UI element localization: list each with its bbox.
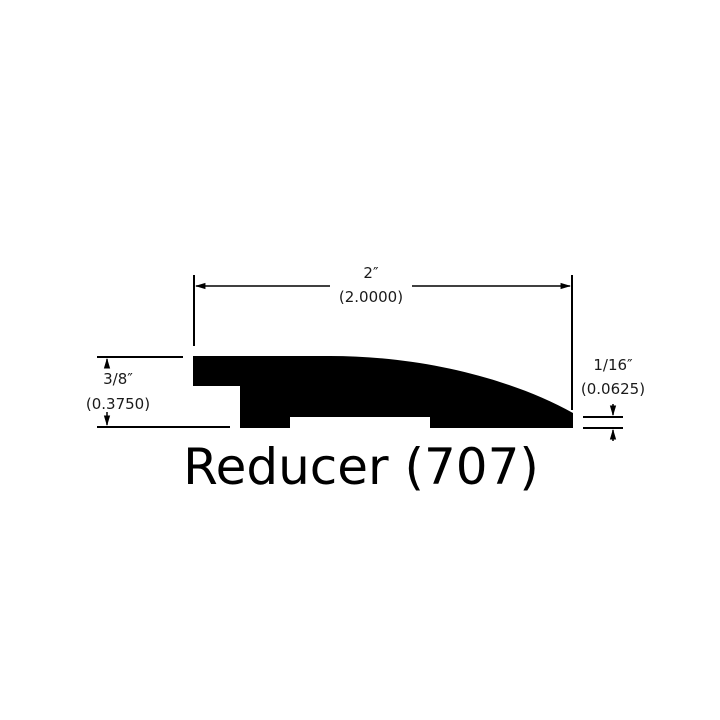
reducer-profile-shape [193,356,573,428]
edge-fraction-label: 1/16″ [593,356,633,374]
height-fraction-label: 3/8″ [103,370,133,388]
edge-decimal-label: (0.0625) [581,380,645,398]
height-dimension: 3/8″ (0.3750) [86,356,230,428]
height-decimal-label: (0.3750) [86,395,150,413]
width-decimal-label: (2.0000) [339,288,403,306]
edge-dimension: 1/16″ (0.0625) [581,356,645,441]
width-fraction-label: 2″ [363,264,379,282]
width-dimension: 2″ (2.0000) [193,264,573,410]
product-title: Reducer (707) [183,438,539,496]
